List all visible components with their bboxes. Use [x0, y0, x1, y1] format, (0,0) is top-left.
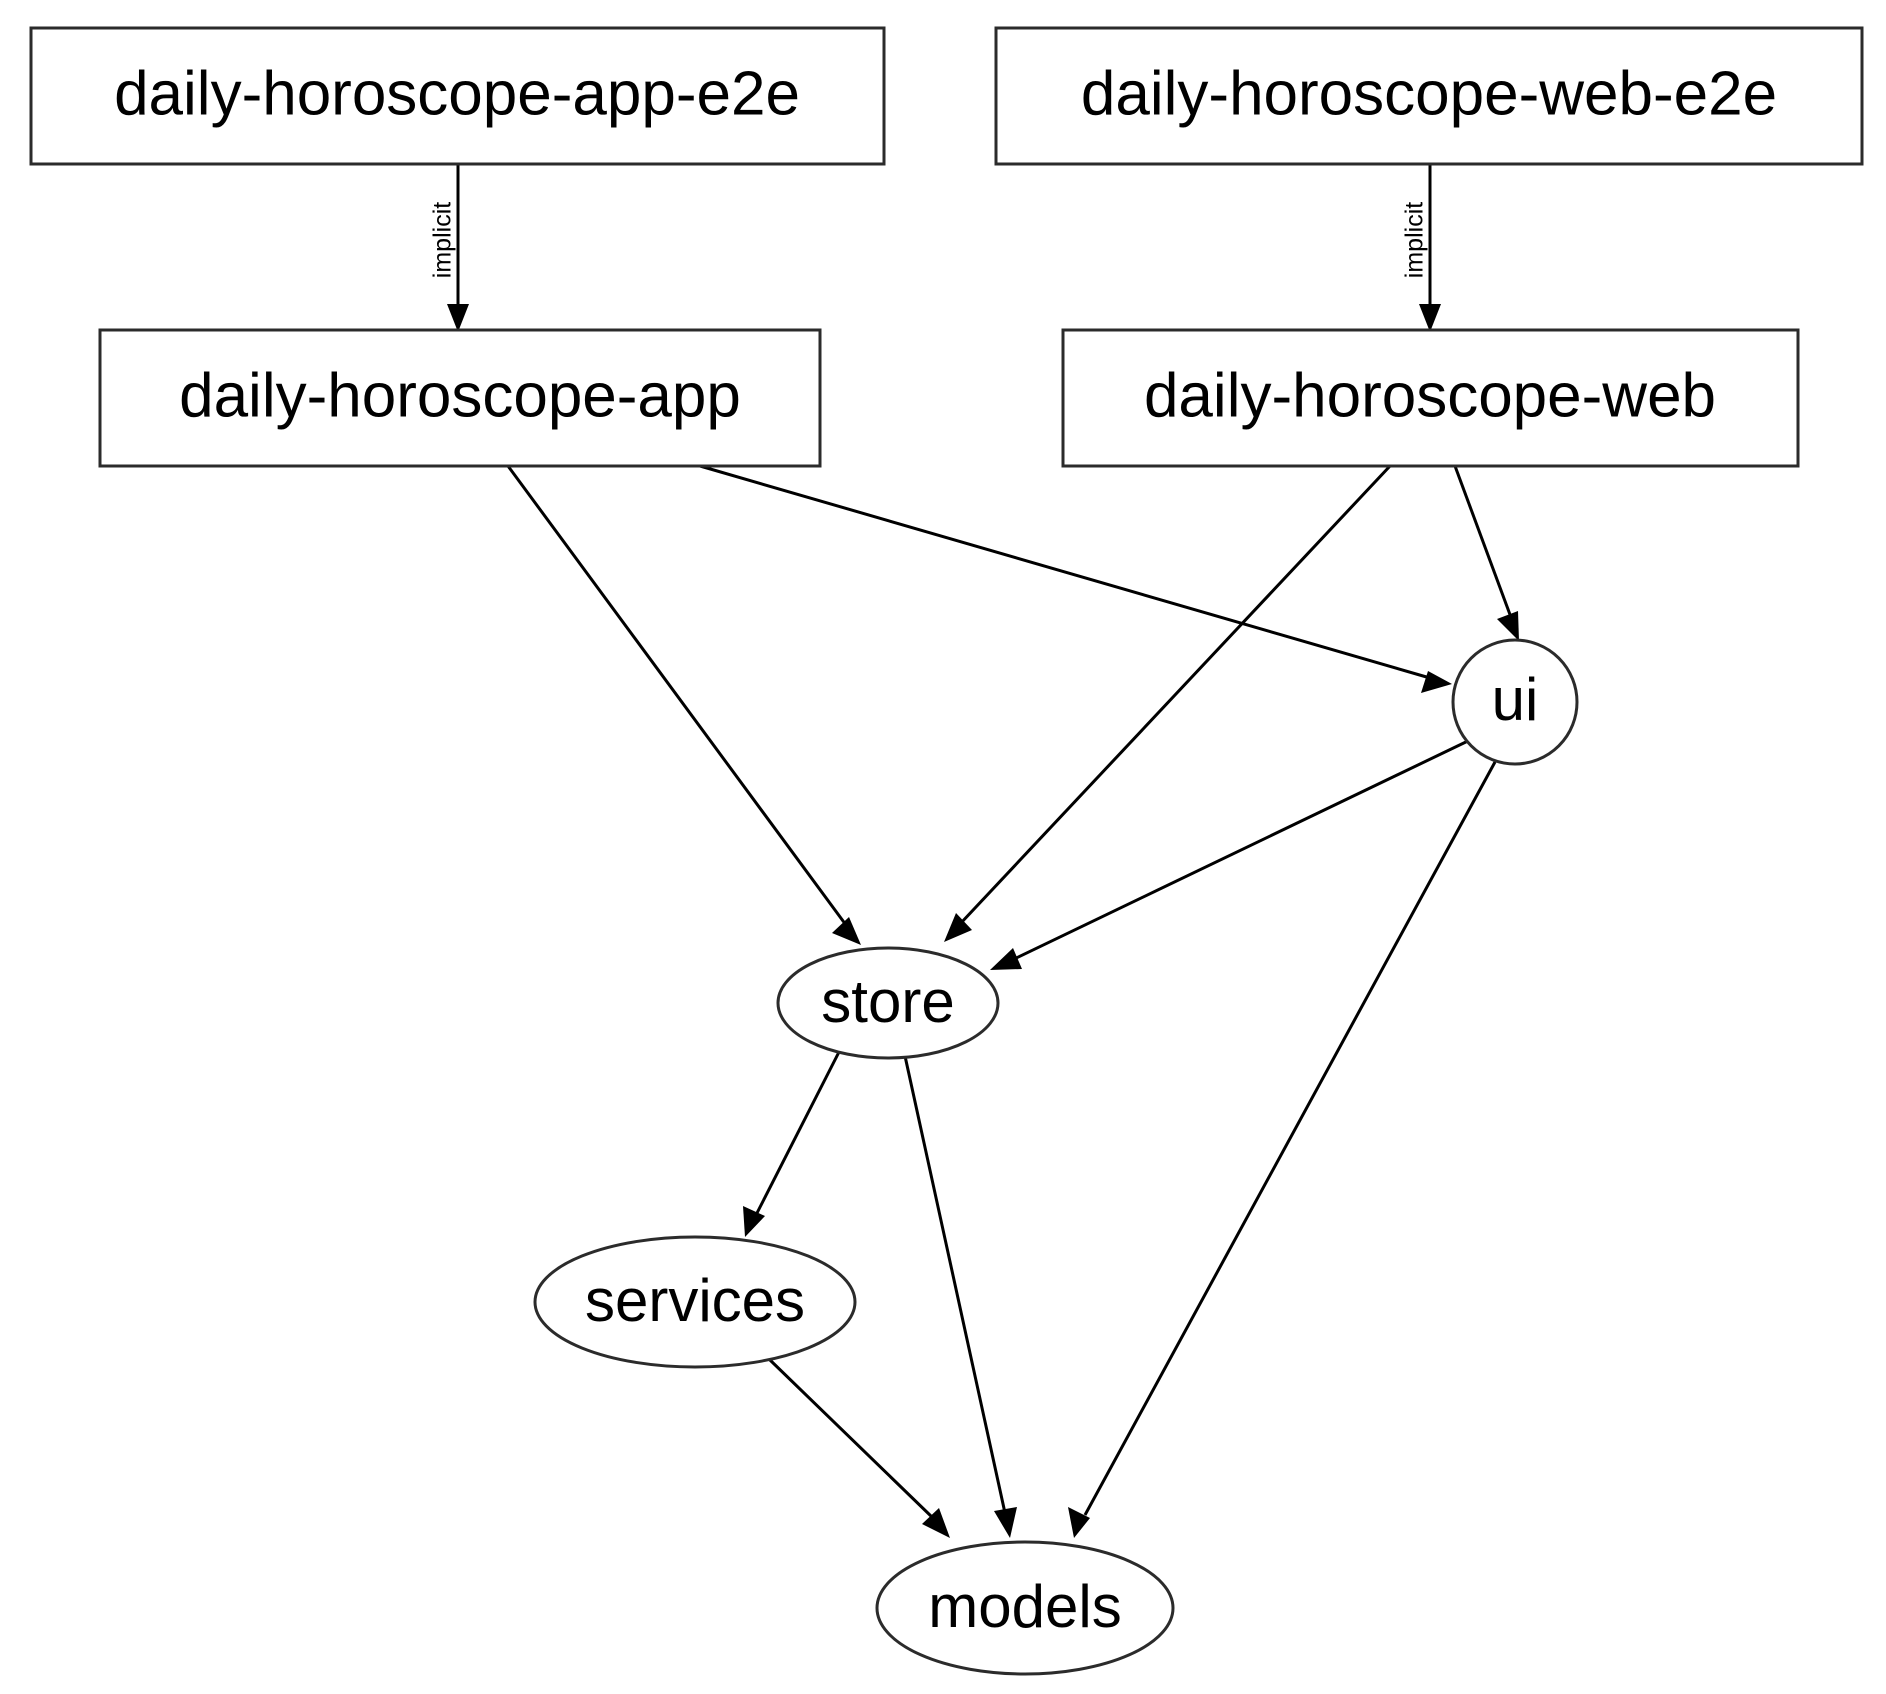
- arrowhead-icon: [922, 1508, 950, 1538]
- arrowhead-icon: [1421, 671, 1452, 693]
- arrowhead-icon: [994, 1507, 1017, 1538]
- node-label: services: [585, 1267, 805, 1334]
- edge-web-e2e-to-web: implicit: [1401, 164, 1441, 332]
- node-ellipse[interactable]: [1451, 638, 1579, 766]
- node-daily-horoscope-app-e2e[interactable]: daily-horoscope-app-e2e: [29, 26, 886, 166]
- node-label: daily-horoscope-web: [1144, 361, 1716, 430]
- node-daily-horoscope-app[interactable]: daily-horoscope-app: [98, 328, 822, 468]
- node-box[interactable]: [29, 26, 886, 166]
- node-ellipse[interactable]: [533, 1235, 857, 1369]
- edge-line: [506, 465, 848, 926]
- node-services[interactable]: services: [533, 1235, 857, 1369]
- edge-app-to-ui: [699, 464, 1452, 693]
- node-box[interactable]: [994, 26, 1864, 166]
- node-daily-horoscope-web-e2e[interactable]: daily-horoscope-web-e2e: [994, 26, 1864, 166]
- edge-line: [699, 464, 1431, 680]
- edge-line: [1453, 465, 1514, 621]
- node-label: ui: [1492, 666, 1539, 733]
- node-ellipse[interactable]: [875, 1540, 1175, 1676]
- node-box[interactable]: [98, 328, 822, 468]
- arrowhead-icon: [1497, 611, 1519, 641]
- edge-label-implicit-app: implicit: [429, 202, 457, 278]
- edge-label-implicit-web: implicit: [1401, 202, 1429, 278]
- edge-line: [1009, 738, 1471, 963]
- edge-app-to-store: [506, 465, 861, 945]
- edge-line: [903, 1055, 1007, 1514]
- node-label: daily-horoscope-web-e2e: [1081, 59, 1777, 128]
- edge-services-to-models: [768, 1358, 950, 1538]
- arrowhead-icon: [832, 917, 861, 945]
- node-label: daily-horoscope-app: [179, 361, 741, 430]
- edge-app-e2e-to-app: implicit: [429, 164, 469, 332]
- edge-line: [768, 1358, 935, 1520]
- node-store[interactable]: store: [776, 946, 1000, 1060]
- edge-store-to-services: [743, 1049, 842, 1237]
- node-ellipse[interactable]: [776, 946, 1000, 1060]
- edge-ui-to-models: [1068, 761, 1497, 1538]
- arrowhead-icon: [1419, 304, 1441, 332]
- arrowhead-icon: [447, 304, 469, 332]
- node-box[interactable]: [1061, 328, 1800, 468]
- edge-ui-to-store: [990, 738, 1471, 970]
- edge-line: [754, 1049, 842, 1216]
- edge-line: [958, 464, 1392, 926]
- edge-web-to-ui: [1453, 465, 1519, 641]
- node-daily-horoscope-web[interactable]: daily-horoscope-web: [1061, 328, 1800, 468]
- node-label: store: [821, 968, 954, 1035]
- arrowhead-icon: [743, 1206, 765, 1237]
- arrowhead-icon: [1068, 1507, 1090, 1538]
- edge-line: [1083, 761, 1497, 1516]
- edge-web-to-store: [944, 464, 1392, 942]
- node-label: daily-horoscope-app-e2e: [114, 59, 800, 128]
- node-label: models: [928, 1573, 1121, 1640]
- arrowhead-icon: [944, 913, 972, 942]
- edge-store-to-models: [903, 1055, 1017, 1538]
- arrowhead-icon: [990, 948, 1022, 970]
- node-ui[interactable]: ui: [1451, 638, 1579, 766]
- node-models[interactable]: models: [875, 1540, 1175, 1676]
